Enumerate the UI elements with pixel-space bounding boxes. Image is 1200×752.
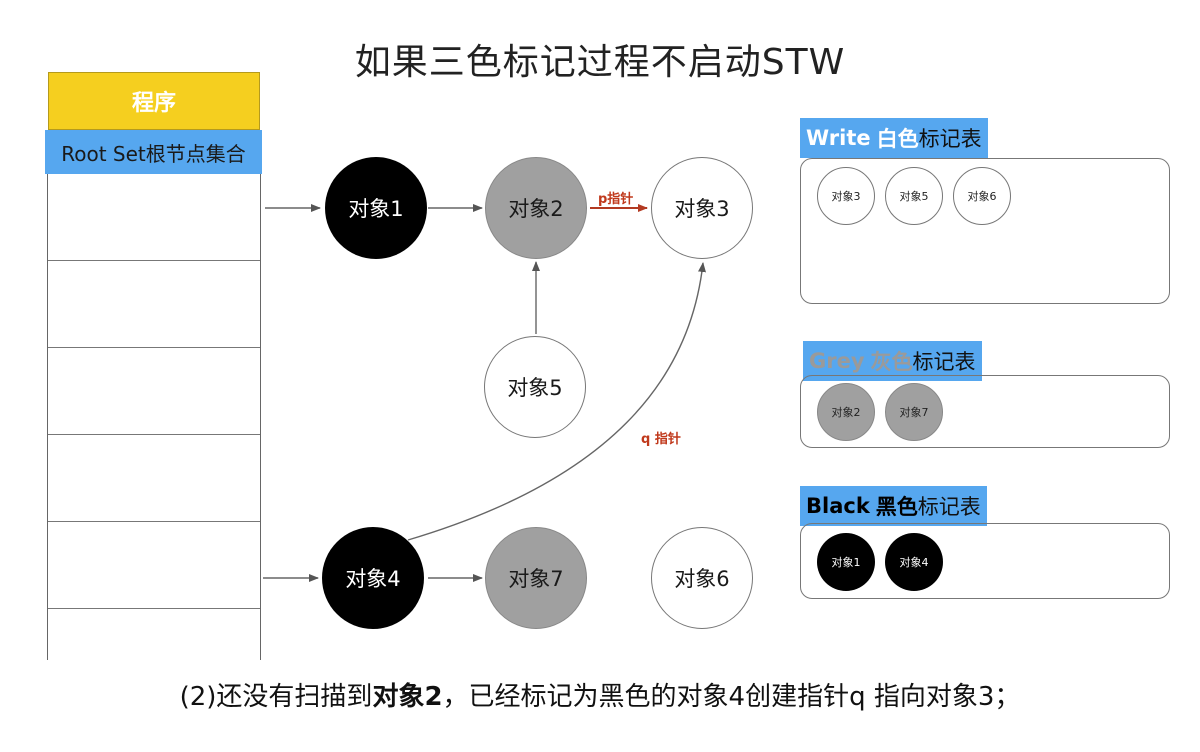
root-set-stack [47,174,261,660]
white-table-item: 对象5 [885,167,943,225]
white-table-box: 对象3 对象5 对象6 [800,158,1170,304]
white-table-label-suffix: 标记表 [918,127,982,151]
grey-table-box: 对象2 对象7 [800,375,1170,448]
black-table-label: Black 黑色 标记表 [800,486,987,526]
grey-table-label: Grey 灰色 标记表 [803,341,982,381]
black-table-box: 对象1 对象4 [800,523,1170,599]
object-node-7: 对象7 [485,527,587,629]
stack-divider [48,521,260,522]
white-table-label-en: Write [806,126,871,150]
black-table-label-suffix: 标记表 [917,495,981,519]
stack-divider [48,347,260,348]
object-node-3: 对象3 [651,157,753,259]
root-set-label: Root Set根节点集合 [45,130,262,174]
program-label: 程序 [131,91,176,116]
stack-divider [48,608,260,609]
black-table-item: 对象4 [885,533,943,591]
grey-table-item: 对象2 [817,383,875,441]
page-title: 如果三色标记过程不启动STW [354,42,846,83]
white-table-item: 对象6 [953,167,1011,225]
object-node-4: 对象4 [322,527,424,629]
caption-prefix: (2)还没有扫描到 [179,682,373,712]
caption-bold: 对象2 [372,682,443,712]
stack-divider [48,260,260,261]
pointer-q-label: q 指针 [641,432,681,447]
object-node-6: 对象6 [651,527,753,629]
object-node-1: 对象1 [325,157,427,259]
caption: (2)还没有扫描到对象2，已经标记为黑色的对象4创建指针q 指向对象3； [0,676,1200,713]
black-table-item: 对象1 [817,533,875,591]
caption-suffix: ，已经标记为黑色的对象4创建指针q 指向对象3； [442,682,1021,712]
grey-table-label-suffix: 标记表 [912,350,976,374]
edge-obj4-obj3-q [407,262,706,541]
white-table-label-color: 白色 [876,127,919,151]
white-table-item: 对象3 [817,167,875,225]
black-table-label-color: 黑色 [875,495,918,519]
white-table-label: Write 白色 标记表 [800,118,988,158]
grey-table-label-en: Grey [809,349,865,373]
grey-table-label-color: 灰色 [870,350,913,374]
object-node-5: 对象5 [484,336,586,438]
black-table-label-en: Black [806,494,870,518]
pointer-p-label: p指针 [598,192,634,207]
grey-table-item: 对象7 [885,383,943,441]
object-node-2: 对象2 [485,157,587,259]
program-header: 程序 [48,72,260,130]
stack-divider [48,434,260,435]
